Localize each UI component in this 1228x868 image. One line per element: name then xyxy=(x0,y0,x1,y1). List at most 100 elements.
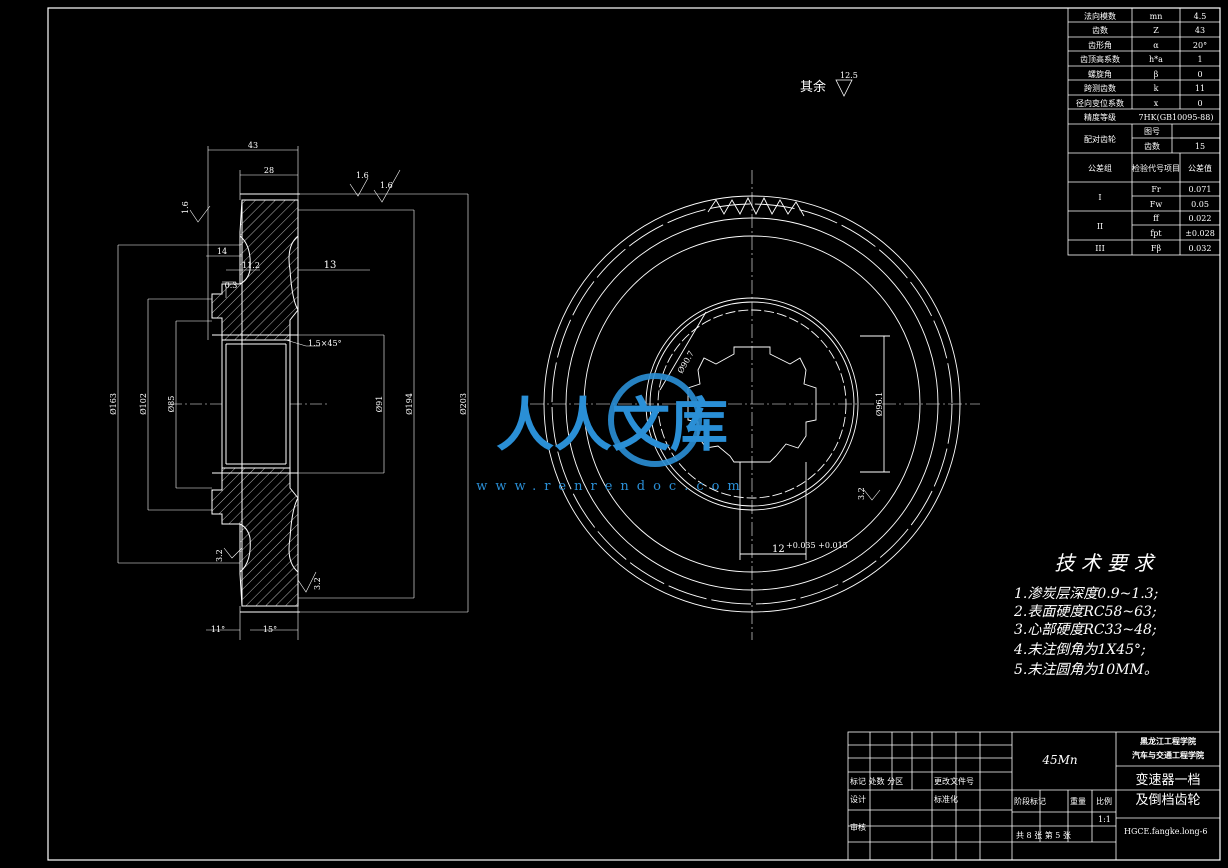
param-sym-3: h*a xyxy=(1149,55,1163,64)
tb-scale-label: 比例 xyxy=(1096,796,1112,806)
ra-16-a: 1.6 xyxy=(181,201,190,214)
param-sym-0: mn xyxy=(1150,12,1163,21)
param-val-6: 0 xyxy=(1197,99,1202,108)
title-block-text: 45Mn 黑龙江工程学院 汽车与交通工程学院 变速器一档 及倒档齿轮 标记 处数… xyxy=(850,736,1207,840)
dim-angle-15: 15° xyxy=(263,625,277,634)
accuracy-label: 精度等级 xyxy=(1084,112,1116,122)
tol-value-label: 公差值 xyxy=(1188,163,1212,173)
param-val-2: 20° xyxy=(1193,41,1207,50)
mating-label: 配对齿轮 xyxy=(1084,134,1116,144)
watermark-url: www.renrendoc.com xyxy=(476,479,748,494)
tb-part-name-1: 变速器一档 xyxy=(1135,772,1200,788)
spline-tol: +0.035 +0.015 xyxy=(786,541,848,550)
dim-163: Ø163 xyxy=(109,393,118,415)
param-val-1: 43 xyxy=(1195,26,1205,35)
watermark-brand: 人人文库 xyxy=(496,391,728,459)
param-name-3: 齿顶高系数 xyxy=(1080,54,1120,64)
tb-stage: 阶段标记 xyxy=(1014,796,1046,806)
tb-review: 审核 xyxy=(850,822,866,832)
dim-91: Ø91 xyxy=(375,396,384,413)
ra-32-a: 3.2 xyxy=(215,549,224,562)
dim-chamfer: 1.5×45° xyxy=(308,339,342,348)
spline-dim-a: Ø90.7 xyxy=(676,349,696,375)
tol-val-0: 0.071 xyxy=(1189,185,1212,194)
drawing-frame xyxy=(47,7,1221,861)
tol-code-2: ff xyxy=(1153,214,1160,223)
tb-weight: 重量 xyxy=(1070,796,1086,806)
tech-item-1: 1.渗炭层深度0.9~1.3; xyxy=(1014,586,1158,602)
title-block xyxy=(847,731,1221,861)
parameter-table-text: 法向模数 mn 4.5 齿数 Z 43 齿形角 α 20° 齿顶高系数 h*a … xyxy=(1076,11,1215,253)
dim-112: 11.2 xyxy=(242,261,260,270)
param-sym-4: β xyxy=(1154,70,1159,79)
tb-code: HGCE.fangke.long-6 xyxy=(1124,827,1207,836)
tol-code-1: Fw xyxy=(1150,200,1163,209)
tol-code-4: Fβ xyxy=(1151,244,1162,253)
param-name-5: 跨测齿数 xyxy=(1084,83,1116,93)
param-val-4: 0 xyxy=(1197,70,1202,79)
tb-labels-row: 标记 处数 分区 xyxy=(850,776,903,786)
param-name-6: 径向变位系数 xyxy=(1076,98,1124,108)
tb-file-no: 更改文件号 xyxy=(934,776,974,786)
mating-teeth-label: 齿数 xyxy=(1144,141,1160,151)
dim-14: 14 xyxy=(217,247,227,256)
surface-rest-note: 其余 12.5 xyxy=(800,71,858,97)
param-name-1: 齿数 xyxy=(1092,25,1108,35)
dim-28: 28 xyxy=(264,166,274,175)
parameter-table xyxy=(1067,7,1221,256)
tol-val-2: 0.022 xyxy=(1189,214,1212,223)
param-sym-5: k xyxy=(1154,84,1159,93)
tech-requirements: 技 术 要 求 1.渗炭层深度0.9~1.3; 2.表面硬度RC58~63; 3… xyxy=(1013,551,1158,678)
section-dimensions xyxy=(117,146,881,640)
param-sym-1: Z xyxy=(1153,26,1159,35)
param-val-3: 1 xyxy=(1197,55,1202,64)
tb-school: 黑龙江工程学院 xyxy=(1140,736,1196,746)
tb-scale: 1:1 xyxy=(1098,815,1111,824)
accuracy-value: 7HK(GB10095-88) xyxy=(1139,113,1214,122)
tol-group-2: II xyxy=(1097,222,1103,231)
tb-standard: 标准化 xyxy=(934,794,958,804)
front-view xyxy=(530,170,980,640)
param-name-2: 齿形角 xyxy=(1088,40,1112,50)
param-name-0: 法向模数 xyxy=(1084,11,1116,21)
dim-13: 13 xyxy=(324,260,337,271)
tb-part-name-2: 及倒档齿轮 xyxy=(1135,793,1200,808)
surface-rest-label: 其余 xyxy=(800,79,826,95)
tol-group-label: 公差组 xyxy=(1088,163,1112,173)
tol-code-3: fpt xyxy=(1150,229,1162,238)
dim-angle-11: 11° xyxy=(211,625,225,634)
ra-32-c: 3.2 xyxy=(857,487,866,500)
ra-32-b: 3.2 xyxy=(313,577,322,590)
section-view xyxy=(170,193,330,613)
tb-design: 设计 xyxy=(850,794,866,804)
tol-val-3: ±0.028 xyxy=(1185,229,1215,238)
ra-16-c: 1.6 xyxy=(380,181,393,190)
dim-03: 0.3 xyxy=(225,281,238,290)
surface-rest-value: 12.5 xyxy=(840,71,858,80)
tb-dept: 汽车与交通工程学院 xyxy=(1132,750,1204,760)
tech-item-3: 3.心部硬度RC33~48; xyxy=(1014,622,1157,638)
section-dim-text: 43 28 14 11.2 13 0.3 1.5×45° Ø163 Ø102 Ø… xyxy=(109,141,866,634)
param-val-5: 11 xyxy=(1195,84,1205,93)
dim-102: Ø102 xyxy=(139,393,148,415)
tol-val-1: 0.05 xyxy=(1191,200,1209,209)
tech-title: 技 术 要 求 xyxy=(1054,551,1156,575)
tech-item-4: 4.未注倒角为1X45°; xyxy=(1013,642,1146,658)
tech-item-5: 5.未注圆角为10MM。 xyxy=(1014,662,1158,678)
tol-val-4: 0.032 xyxy=(1189,244,1212,253)
dim-194: Ø194 xyxy=(405,393,414,415)
tb-sheets: 共 8 张 第 5 张 xyxy=(1016,830,1071,840)
mating-drawing-label: 图号 xyxy=(1144,127,1160,136)
param-val-0: 4.5 xyxy=(1194,12,1207,21)
watermark: 人人文库 www.renrendoc.com xyxy=(476,373,748,494)
dim-43: 43 xyxy=(248,141,258,150)
param-sym-6: x xyxy=(1154,99,1159,108)
tb-material: 45Mn xyxy=(1041,753,1077,767)
dim-203: Ø203 xyxy=(459,393,468,415)
tol-code-0: Fr xyxy=(1151,185,1161,194)
tol-group-0: I xyxy=(1098,193,1101,202)
mating-teeth-value: 15 xyxy=(1195,142,1205,151)
tol-group-4: III xyxy=(1095,244,1104,253)
tol-code-label: 检验代号项目 xyxy=(1132,163,1180,173)
param-name-4: 螺旋角 xyxy=(1088,69,1112,79)
